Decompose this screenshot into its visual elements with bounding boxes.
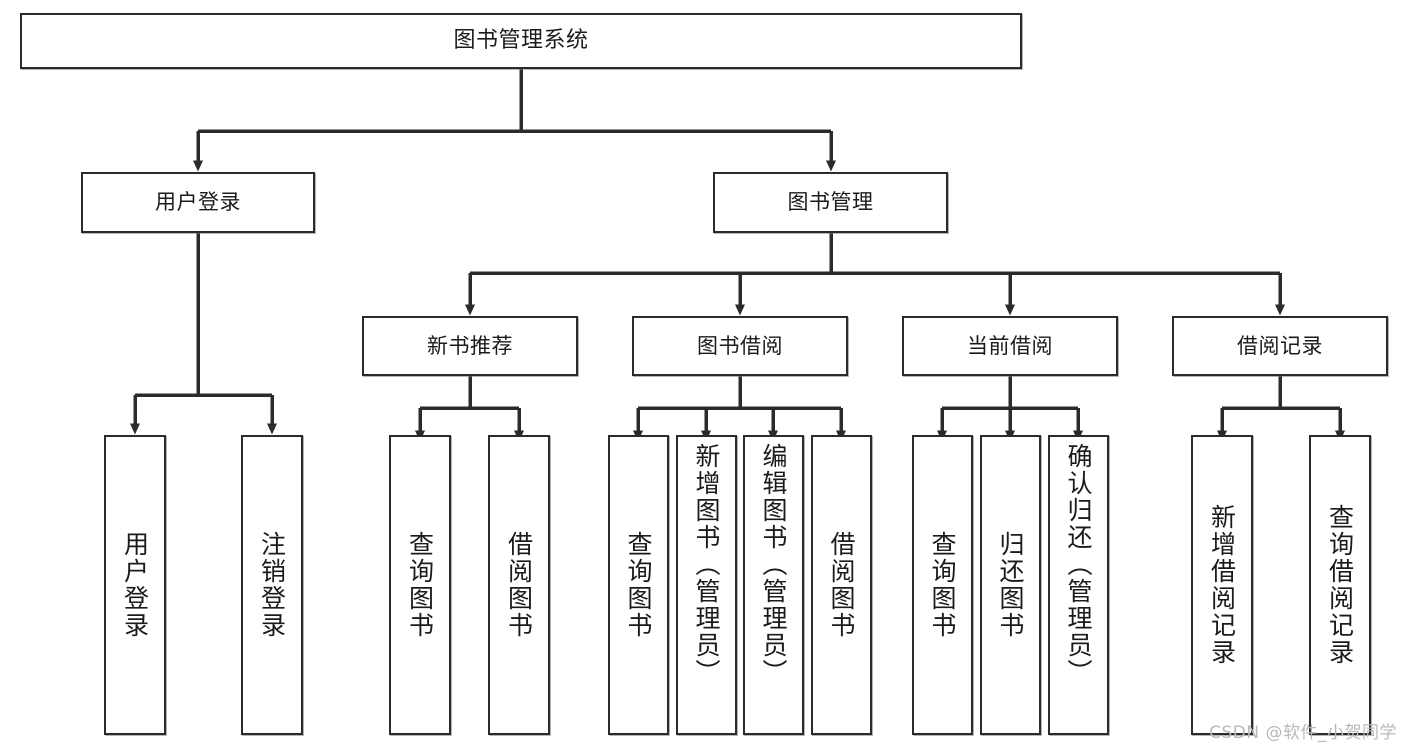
leaf-logout-label: 注销登录 [257, 531, 287, 639]
node-book-manage-label: 图书管理 [787, 190, 874, 215]
leaf-edit-book[interactable]: 编辑图书（管理员） [743, 435, 804, 735]
node-borrow-record[interactable]: 借阅记录 [1172, 316, 1388, 376]
leaf-query-book-3[interactable]: 查询图书 [912, 435, 973, 735]
node-current-borrow[interactable]: 当前借阅 [902, 316, 1118, 376]
leaf-query-book-2-label: 查询图书 [624, 531, 653, 639]
node-book-borrow[interactable]: 图书借阅 [632, 316, 848, 376]
node-book-manage[interactable]: 图书管理 [713, 172, 948, 233]
leaf-user-login-label: 用户登录 [120, 531, 150, 639]
leaf-borrow-book-2[interactable]: 借阅图书 [811, 435, 872, 735]
leaf-add-record[interactable]: 新增借阅记录 [1191, 435, 1253, 735]
leaf-query-book-1-label: 查询图书 [405, 531, 435, 639]
leaf-query-book-3-label: 查询图书 [928, 531, 957, 639]
leaf-confirm-return[interactable]: 确认归还（管理员） [1048, 435, 1109, 735]
leaf-return-book-label: 归还图书 [996, 531, 1025, 639]
csdn-watermark: CSDN @软件_小贺同学 [1209, 723, 1397, 743]
leaf-edit-book-label: 编辑图书（管理员） [759, 443, 788, 686]
node-root[interactable]: 图书管理系统 [20, 13, 1022, 69]
node-current-borrow-label: 当前借阅 [967, 333, 1053, 358]
node-user-login[interactable]: 用户登录 [81, 172, 315, 233]
leaf-borrow-book-1-label: 借阅图书 [504, 531, 534, 639]
node-borrow-record-label: 借阅记录 [1237, 333, 1323, 358]
leaf-add-record-label: 新增借阅记录 [1207, 504, 1237, 666]
leaf-confirm-return-label: 确认归还（管理员） [1064, 443, 1093, 686]
node-root-label: 图书管理系统 [453, 28, 589, 54]
leaf-return-book[interactable]: 归还图书 [980, 435, 1041, 735]
leaf-user-login[interactable]: 用户登录 [104, 435, 166, 735]
node-new-book-recommend[interactable]: 新书推荐 [362, 316, 578, 376]
leaf-add-book[interactable]: 新增图书（管理员） [676, 435, 737, 735]
leaf-borrow-book-2-label: 借阅图书 [827, 531, 856, 639]
leaf-query-record[interactable]: 查询借阅记录 [1309, 435, 1371, 735]
leaf-add-book-label: 新增图书（管理员） [692, 443, 721, 686]
leaf-query-book-1[interactable]: 查询图书 [389, 435, 451, 735]
node-new-book-recommend-label: 新书推荐 [427, 333, 513, 358]
leaf-query-book-2[interactable]: 查询图书 [608, 435, 669, 735]
leaf-borrow-book-1[interactable]: 借阅图书 [488, 435, 550, 735]
leaf-logout[interactable]: 注销登录 [241, 435, 303, 735]
leaf-query-record-label: 查询借阅记录 [1325, 504, 1355, 666]
node-book-borrow-label: 图书借阅 [697, 333, 783, 358]
node-user-login-label: 用户登录 [155, 190, 241, 215]
